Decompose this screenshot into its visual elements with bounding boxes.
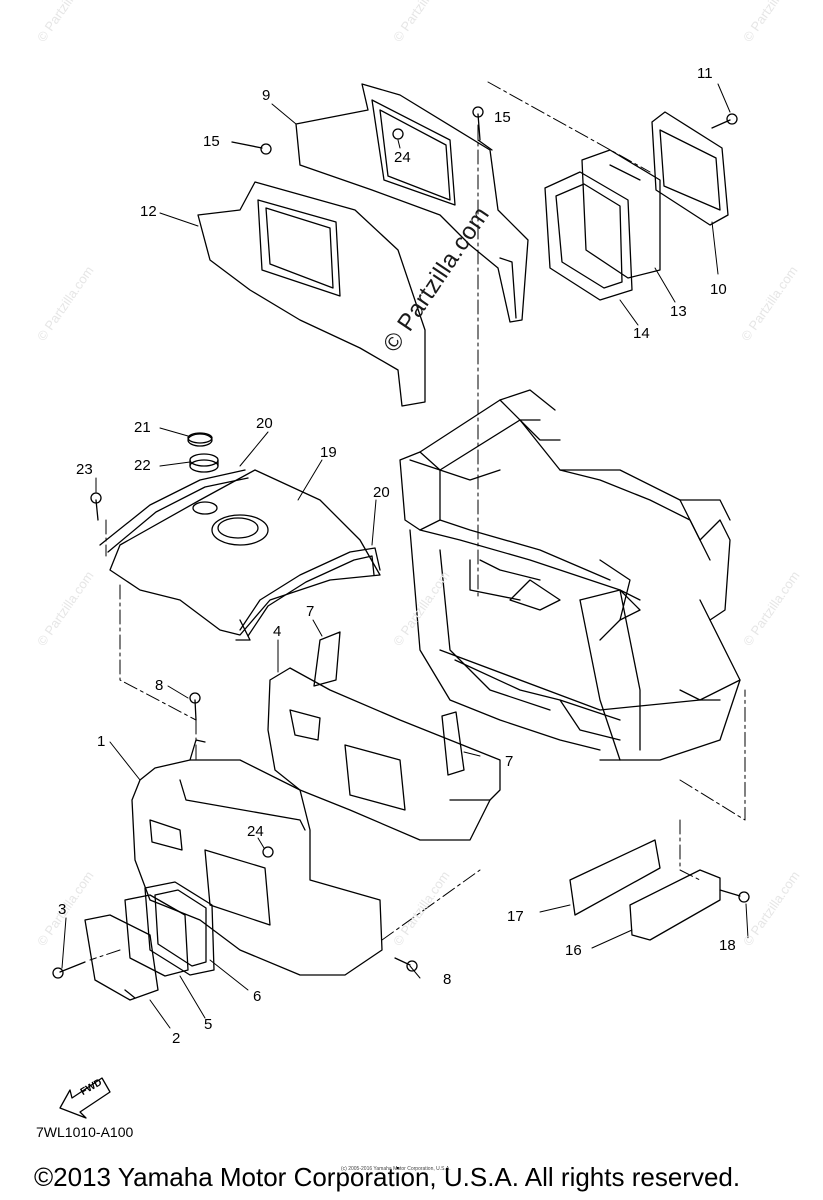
callout-8: 8 xyxy=(443,971,452,988)
callout-15: 15 xyxy=(203,133,220,150)
part-6-gasket xyxy=(144,881,215,976)
callout-7: 7 xyxy=(306,603,315,620)
callout-20: 20 xyxy=(256,415,273,432)
callout-5: 5 xyxy=(204,1016,213,1033)
part-10-lid xyxy=(651,111,729,226)
callout-9: 9 xyxy=(262,87,271,104)
part-7-spacer-a xyxy=(313,631,341,687)
callout-23: 23 xyxy=(76,461,93,478)
part-19-hood xyxy=(109,469,381,641)
callout-15: 15 xyxy=(494,109,511,126)
part-20-trim xyxy=(99,469,381,637)
part-13-filter xyxy=(581,149,661,279)
callout-24: 24 xyxy=(247,823,264,840)
callout-17: 17 xyxy=(507,908,524,925)
fasteners xyxy=(52,106,750,979)
part-17-panel xyxy=(569,839,661,916)
alignment-lines xyxy=(89,81,746,961)
callout-10: 10 xyxy=(710,281,727,298)
part-1-front-body xyxy=(131,739,383,976)
part-7-spacer-b xyxy=(441,711,465,776)
figure-code: 7WL1010-A100 xyxy=(36,1124,134,1140)
copyright-notice: ©2013 Yamaha Motor Corporation, U.S.A. A… xyxy=(34,1162,741,1192)
part-21-cap xyxy=(187,432,213,447)
callout-2: 2 xyxy=(172,1030,181,1047)
callout-24: 24 xyxy=(394,149,411,166)
part-5-filter xyxy=(124,894,189,977)
callout-20: 20 xyxy=(373,484,390,501)
part-2-cover xyxy=(84,914,159,1001)
callout-1: 1 xyxy=(97,733,106,750)
part-14-gasket xyxy=(544,171,633,301)
leader-lines xyxy=(61,83,749,1029)
callout-8: 8 xyxy=(155,677,164,694)
callout-4: 4 xyxy=(273,623,282,640)
fill-hole xyxy=(192,501,218,515)
callout-14: 14 xyxy=(633,325,650,342)
fwd-arrow-icon xyxy=(59,1077,111,1119)
callout-7: 7 xyxy=(505,753,514,770)
callout-3: 3 xyxy=(58,901,67,918)
part-9-rear-upper-panel xyxy=(295,83,529,323)
callout-22: 22 xyxy=(134,457,151,474)
callout-19: 19 xyxy=(320,444,337,461)
part-12-upper-cover xyxy=(197,181,426,407)
callout-21: 21 xyxy=(134,419,151,436)
callout-12: 12 xyxy=(140,203,157,220)
callout-16: 16 xyxy=(565,942,582,959)
callout-11: 11 xyxy=(697,65,713,82)
callout-6: 6 xyxy=(253,988,262,1005)
part-16-panel xyxy=(629,869,721,941)
part-4-bumper xyxy=(267,667,501,841)
fine-print: (c) 2005-2016 Yamaha Motor Corporation, … xyxy=(341,1166,451,1172)
callout-18: 18 xyxy=(719,937,736,954)
part-22-grommet xyxy=(189,453,219,473)
chassis-frame xyxy=(399,389,741,761)
callout-13: 13 xyxy=(670,303,687,320)
